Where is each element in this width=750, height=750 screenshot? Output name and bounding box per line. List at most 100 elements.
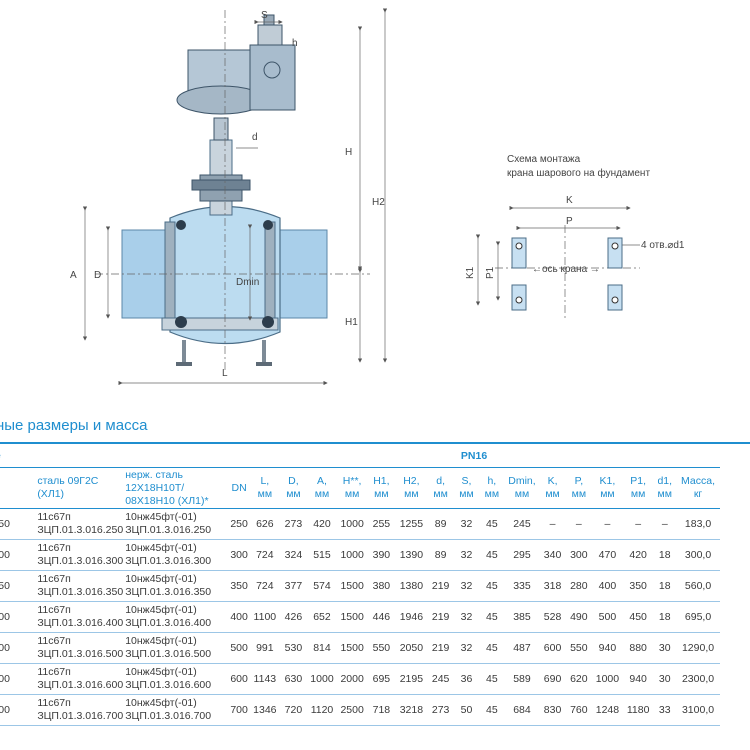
table-row: 016.70011с67пЗЦП.01.3.016.70010нж45фт(-0… — [0, 694, 720, 726]
table-cell: 528 — [539, 601, 566, 633]
table-cell: 1500 — [336, 570, 368, 602]
table-cell: 016.350 — [0, 570, 36, 602]
table-cell: 880 — [622, 632, 654, 664]
table-cell: 250 — [228, 508, 251, 540]
scheme-label-p1: P1 — [485, 266, 496, 279]
table-cell: 700 — [228, 694, 251, 726]
table-cell: 1000 — [336, 508, 368, 540]
table-cell: 940 — [622, 663, 654, 695]
table-cell: 1500 — [336, 601, 368, 633]
table-cell: 45 — [479, 663, 505, 695]
column-header: P1,мм — [622, 467, 654, 509]
table-cell: 426 — [279, 601, 308, 633]
table-cell: 652 — [307, 601, 337, 633]
table-cell: 280 — [565, 570, 592, 602]
table-cell: 10нж45фт(-01)ЗЦП.01.3.016.400 — [123, 601, 229, 633]
table-row: 016.40011с67пЗЦП.01.3.016.40010нж45фт(-0… — [0, 601, 720, 633]
table-cell: 300 — [565, 539, 592, 571]
table-cell: 1946 — [395, 601, 428, 633]
table-cell: 620 — [565, 663, 592, 695]
table-cell: – — [539, 508, 566, 540]
table-cell: 335 — [504, 570, 540, 602]
table-cell: 3218 — [395, 694, 428, 726]
table-cell: 45 — [479, 539, 505, 571]
table-cell: 589 — [504, 663, 540, 695]
table-cell: 940 — [592, 632, 623, 664]
table-cell: 219 — [427, 570, 454, 602]
valve-drawing: S h d H H2 A D Dmin H1 L Схема монтажа к… — [70, 8, 685, 386]
table-cell: 016.500 — [0, 632, 36, 664]
gearbox — [176, 14, 296, 115]
anchor-holes — [515, 242, 619, 304]
table-cell: 219 — [427, 632, 454, 664]
table-cell: 324 — [279, 539, 308, 571]
table-cell: 530 — [279, 632, 308, 664]
column-header: A,мм — [307, 467, 337, 509]
table-cell: 2500 — [336, 694, 368, 726]
table-cell: 255 — [367, 508, 396, 540]
column-header: H2,мм — [395, 467, 428, 509]
table-row: 016.25011с67пЗЦП.01.3.016.25010нж45фт(-0… — [0, 508, 720, 540]
table-row: 016.60011с67пЗЦП.01.3.016.60010нж45фт(-0… — [0, 663, 720, 695]
scheme-label-p: P — [566, 216, 573, 227]
table-cell: 32 — [453, 632, 480, 664]
table-cell: 377 — [279, 570, 308, 602]
table-cell: 10нж45фт(-01)ЗЦП.01.3.016.250 — [123, 508, 229, 540]
table-cell: – — [565, 508, 592, 540]
column-header: K1,мм — [592, 467, 623, 509]
table-cell: 18 — [653, 570, 677, 602]
table-cell: 1380 — [395, 570, 428, 602]
table-cell: 550 — [367, 632, 396, 664]
scheme-label-k: K — [566, 195, 573, 206]
column-header: (У1) — [0, 467, 36, 509]
table-cell: 1500 — [336, 632, 368, 664]
table-cell: 724 — [250, 539, 280, 571]
table-cell: 10нж45фт(-01)ЗЦП.01.3.016.600 — [123, 663, 229, 695]
table-cell: 390 — [367, 539, 396, 571]
column-header: H1,мм — [367, 467, 396, 509]
scheme-label-holes: 4 отв.⌀d1 — [641, 240, 685, 251]
table-cell: 45 — [479, 632, 505, 664]
table-cell: 18 — [653, 601, 677, 633]
scheme-label-k1: K1 — [465, 266, 476, 279]
table-cell: 1248 — [592, 694, 623, 726]
table-row: 016.30011с67пЗЦП.01.3.016.30010нж45фт(-0… — [0, 539, 720, 571]
column-header: Dmin,мм — [504, 467, 540, 509]
scheme-title-line2: крана шарового на фундамент — [507, 167, 650, 179]
table-cell: 560,0 — [676, 570, 720, 602]
valve-body — [161, 205, 281, 366]
table-cell: 1000 — [336, 539, 368, 571]
table-cell: 400 — [228, 601, 251, 633]
table-cell: 350 — [228, 570, 251, 602]
column-header: L,мм — [250, 467, 280, 509]
table-cell: 550 — [565, 632, 592, 664]
header-pn16: PN16 — [228, 445, 720, 468]
dim-label-h1: H1 — [345, 317, 358, 328]
table-cell: 1100 — [250, 601, 280, 633]
scheme-title-line1: Схема монтажа — [507, 154, 581, 165]
dimension-lines — [82, 8, 388, 386]
table-cell: 10нж45фт(-01)ЗЦП.01.3.016.300 — [123, 539, 229, 571]
table-row: 016.50011с67пЗЦП.01.3.016.50010нж45фт(-0… — [0, 632, 720, 664]
table-cell: 695 — [367, 663, 396, 695]
section-divider — [0, 442, 750, 444]
foundation-scheme — [475, 205, 640, 318]
table-cell: 1346 — [250, 694, 280, 726]
table-cell: 690 — [539, 663, 566, 695]
table-cell: 1255 — [395, 508, 428, 540]
table-cell: 487 — [504, 632, 540, 664]
table-cell: 684 — [504, 694, 540, 726]
column-header: сталь 09Г2С(ХЛ1) — [35, 467, 124, 509]
table-cell: 500 — [228, 632, 251, 664]
table-cell: – — [592, 508, 623, 540]
table-cell: 2000 — [336, 663, 368, 695]
table-cell: 45 — [479, 601, 505, 633]
table-cell: 016.250 — [0, 508, 36, 540]
anchor-plates — [511, 237, 623, 311]
table-row: 016.35011с67пЗЦП.01.3.016.35010нж45фт(-0… — [0, 570, 720, 602]
table-cell: – — [653, 508, 677, 540]
table-cell: 300,0 — [676, 539, 720, 571]
